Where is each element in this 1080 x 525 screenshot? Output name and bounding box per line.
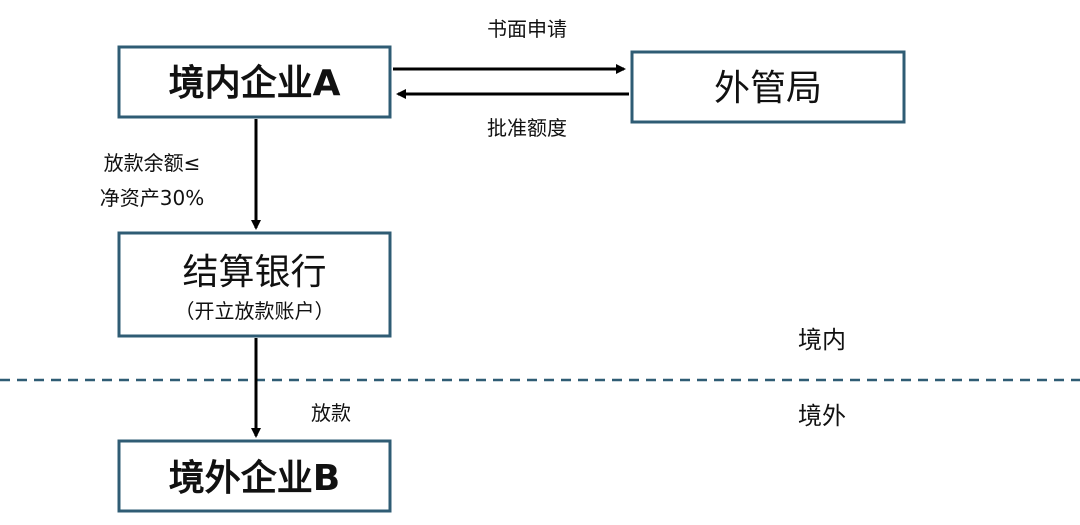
enterprise-b-box	[117, 439, 392, 513]
node-safe: 外管局	[630, 50, 906, 124]
safe-box	[630, 50, 906, 124]
written-application-label: 书面申请	[487, 17, 567, 41]
overseas-region-label: 境外	[798, 402, 846, 430]
approved-quota-label: 批准额度	[487, 116, 567, 140]
settlement-bank-label: 结算银行	[182, 252, 326, 293]
node-enterprise-b: 境外企业B	[117, 439, 392, 513]
enterprise-a-box	[117, 45, 392, 119]
enterprise-b-label: 境外企业B	[169, 457, 340, 499]
node-enterprise-a: 境内企业A	[117, 45, 392, 119]
loan-balance-limit-label-line1: 放款余额≤	[104, 151, 201, 175]
loan-label: 放款	[311, 401, 351, 425]
settlement-bank-box	[117, 231, 392, 338]
loan-balance-limit-label-line2: 净资产30%	[100, 186, 204, 210]
domestic-region-label: 境内	[798, 326, 846, 354]
node-settlement-bank: 结算银行 （开立放款账户）	[117, 231, 392, 338]
settlement-bank-sublabel: （开立放款账户）	[175, 299, 335, 323]
enterprise-a-label: 境内企业A	[169, 62, 341, 104]
safe-label: 外管局	[714, 68, 822, 109]
